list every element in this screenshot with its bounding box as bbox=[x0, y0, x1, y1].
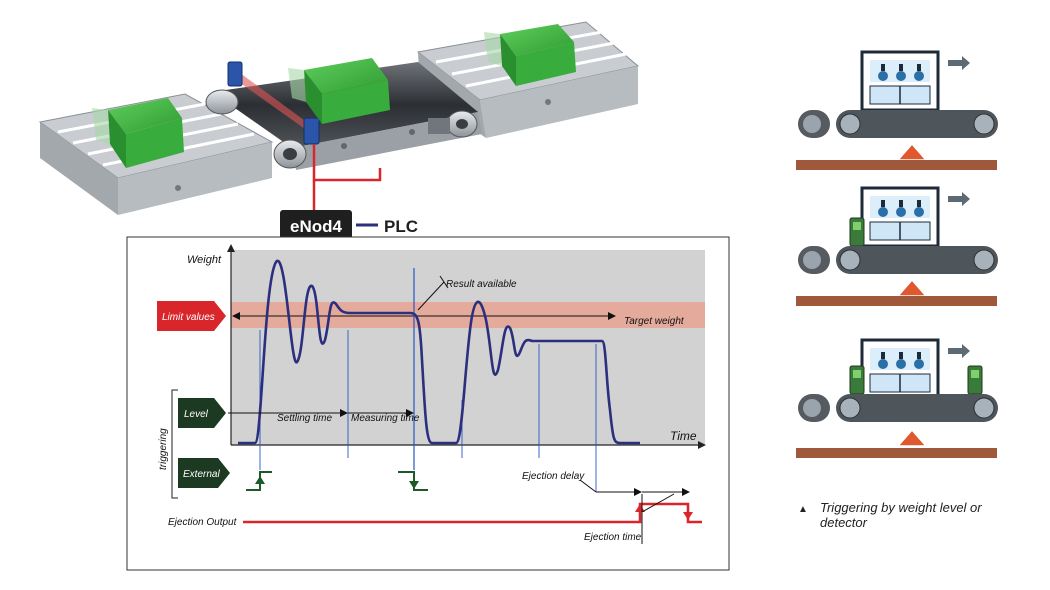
external-tag bbox=[178, 458, 230, 488]
triggering-label: triggering bbox=[158, 428, 169, 470]
ejection-delay-arrow bbox=[634, 488, 642, 496]
y-axis-arrow bbox=[227, 244, 235, 252]
weight-signal bbox=[238, 259, 640, 445]
load-cell-icon bbox=[896, 142, 928, 161]
measuring-time-label: Measuring time bbox=[351, 413, 420, 424]
load-cell-icon bbox=[896, 278, 928, 297]
conveyor-illustration bbox=[38, 21, 640, 215]
panel-detector-trigger bbox=[796, 186, 998, 306]
measuring-arrow bbox=[406, 409, 414, 417]
ejection-output-label: Ejection Output bbox=[168, 517, 238, 528]
ejection-time-top-arrow bbox=[682, 488, 690, 496]
external-pulse-rise-arrow bbox=[255, 476, 265, 484]
level-tag bbox=[178, 398, 226, 428]
external-label: External bbox=[183, 469, 220, 480]
sensor-receiver-icon bbox=[303, 117, 320, 145]
product-box-right bbox=[484, 24, 576, 86]
x-axis-label: Time bbox=[670, 429, 697, 443]
trigger-note-text: Triggering by weight level or detector bbox=[820, 500, 982, 530]
external-pulse-fall-arrow bbox=[409, 481, 419, 489]
ejection-output-signal bbox=[243, 502, 702, 524]
result-pointer bbox=[417, 281, 445, 311]
enod4-badge bbox=[280, 210, 352, 240]
sensor-wire bbox=[312, 144, 382, 182]
timing-chart: Result available Weight Time Target weig… bbox=[126, 236, 730, 571]
load-cell-icon bbox=[896, 428, 928, 447]
ejection-delay-label: Ejection delay bbox=[522, 471, 585, 482]
light-barrier-beam bbox=[236, 70, 312, 134]
ejection-delay-pointer bbox=[579, 479, 597, 493]
limit-values-label: Limit values bbox=[162, 312, 215, 323]
trigger-note: ▲ Triggering by weight level or detector bbox=[798, 500, 1013, 530]
ejection-fall-arrow bbox=[683, 512, 693, 520]
ejection-time-slant bbox=[641, 493, 675, 513]
motion-arrow-icon bbox=[948, 56, 970, 70]
product-box-left bbox=[92, 98, 184, 168]
triangle-bullet-icon: ▲ bbox=[798, 504, 808, 515]
target-weight-label: Target weight bbox=[624, 316, 685, 327]
sensor-emitter-icon bbox=[227, 61, 243, 87]
plc-label: PLC bbox=[384, 217, 418, 236]
y-axis-label: Weight bbox=[187, 254, 222, 266]
triggering-bracket bbox=[171, 389, 178, 499]
limit-band bbox=[231, 302, 705, 328]
x-axis-arrow bbox=[698, 441, 706, 449]
settling-arrow bbox=[340, 409, 348, 417]
target-arrow-right bbox=[608, 312, 616, 320]
settling-time-label: Settling time bbox=[277, 413, 332, 424]
enod4-label: eNod4 bbox=[290, 217, 343, 236]
motion-arrow-icon bbox=[948, 344, 970, 358]
panel-level-trigger bbox=[796, 50, 998, 170]
ejection-time-label: Ejection time bbox=[584, 532, 642, 543]
motion-arrow-icon bbox=[948, 192, 970, 206]
trigger-panels bbox=[796, 50, 998, 458]
result-tick bbox=[439, 275, 449, 289]
level-label: Level bbox=[184, 409, 209, 420]
limit-values-tag bbox=[157, 301, 226, 331]
product-box-middle bbox=[288, 58, 390, 124]
result-available-label: Result available bbox=[446, 279, 517, 290]
panel-dual-detector-trigger bbox=[796, 338, 998, 458]
target-arrow-left bbox=[232, 312, 240, 320]
